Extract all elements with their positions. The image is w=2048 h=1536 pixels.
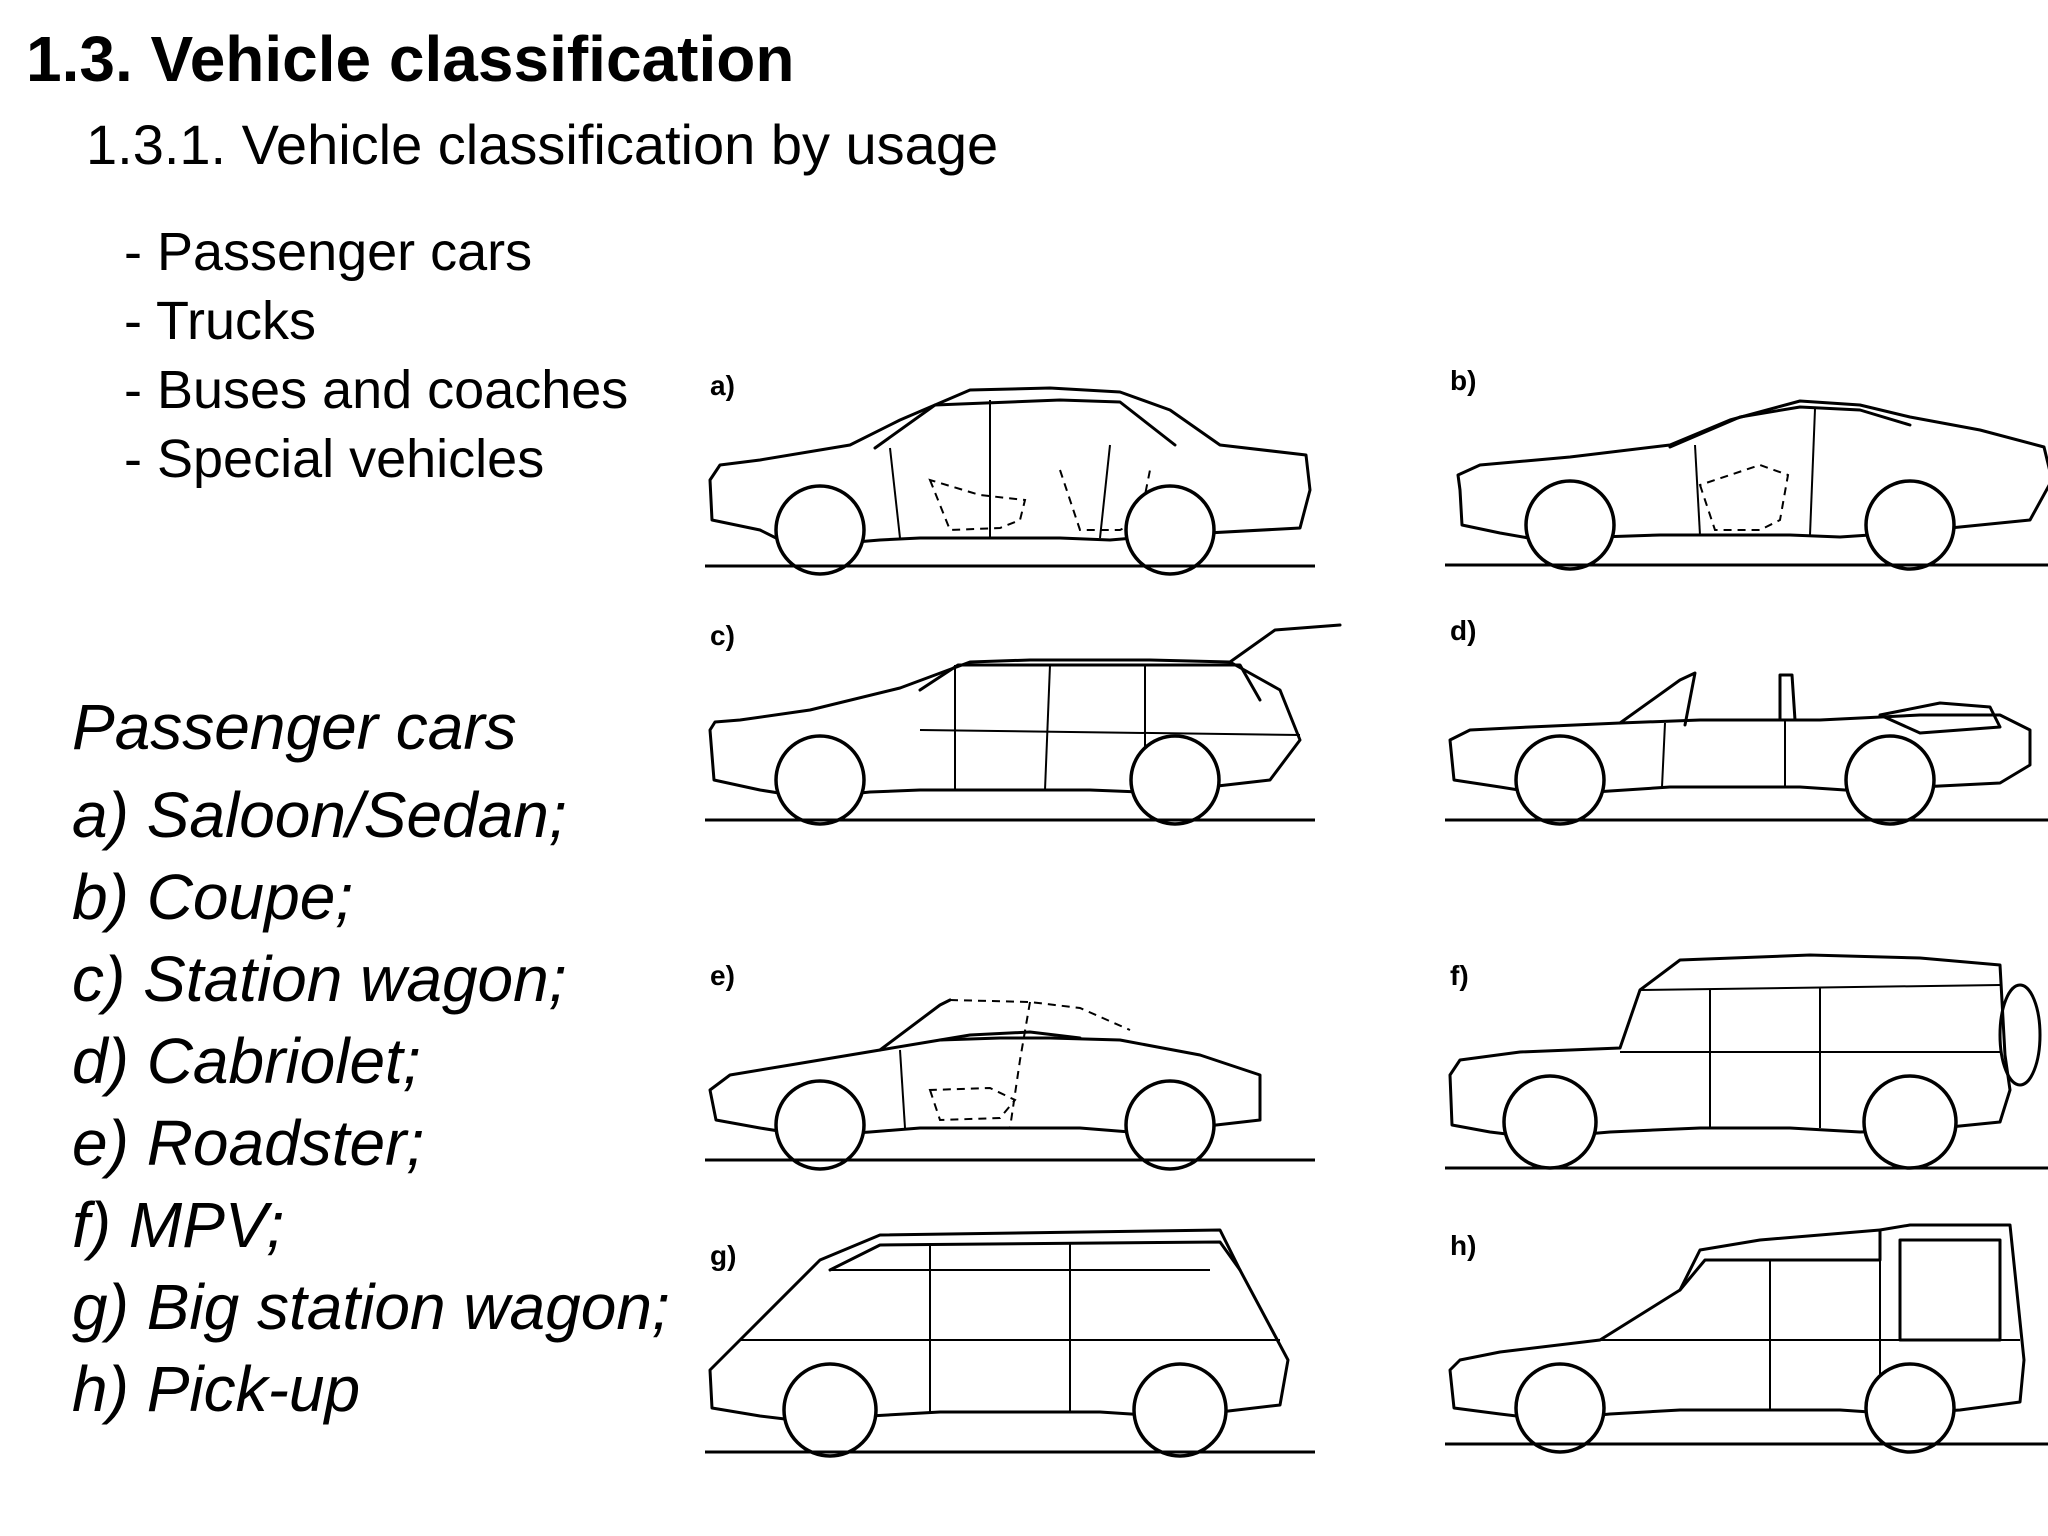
figure-label: g) — [710, 1240, 737, 1271]
figure-mpv: f) — [1440, 960, 2048, 1180]
usage-list: - Passenger cars - Trucks - Buses and co… — [124, 218, 628, 494]
passenger-car-type: c) Station wagon; — [72, 943, 567, 1015]
passenger-car-type: h) Pick-up — [72, 1353, 361, 1425]
figure-label: a) — [710, 370, 735, 401]
cabriolet-drawing — [1440, 615, 2048, 835]
figure-label: e) — [710, 960, 735, 991]
figure-pick-up: h) — [1440, 1230, 2048, 1450]
passenger-car-type: d) Cabriolet; — [72, 1025, 421, 1097]
figure-sedan: a) — [700, 370, 1320, 590]
coupe-drawing — [1440, 365, 2048, 585]
figure-label: b) — [1450, 365, 1477, 396]
passenger-car-type: f) MPV; — [72, 1189, 285, 1261]
passenger-cars-list: a) Saloon/Sedan; b) Coupe; c) Station wa… — [72, 774, 670, 1430]
figure-cabriolet: d) — [1440, 615, 2048, 835]
figure-label: f) — [1450, 960, 1469, 991]
sedan-drawing — [700, 370, 1320, 590]
passenger-car-type: a) Saloon/Sedan; — [72, 779, 567, 851]
usage-item: - Passenger cars — [124, 222, 533, 282]
passenger-car-type: g) Big station wagon; — [72, 1271, 670, 1343]
roadster-drawing — [700, 960, 1320, 1180]
passenger-car-type: e) Roadster; — [72, 1107, 425, 1179]
big-station-wagon-drawing — [700, 1240, 1320, 1460]
station-wagon-drawing — [700, 620, 1320, 840]
mpv-drawing — [1440, 960, 2048, 1180]
pick-up-drawing — [1440, 1230, 2048, 1450]
usage-item: - Special vehicles — [124, 429, 545, 489]
section-subtitle: 1.3.1. Vehicle classification by usage — [86, 113, 999, 176]
figure-big-station-wagon: g) — [700, 1240, 1320, 1460]
figure-label: h) — [1450, 1230, 1477, 1261]
usage-item: - Buses and coaches — [124, 360, 629, 420]
figure-roadster: e) — [700, 960, 1320, 1180]
passenger-cars-heading: Passenger cars — [72, 691, 517, 763]
page-title: 1.3. Vehicle classification — [26, 23, 795, 95]
figure-station-wagon: c) — [700, 620, 1320, 840]
figure-coupe: b) — [1440, 365, 2048, 585]
passenger-car-type: b) Coupe; — [72, 861, 354, 933]
figure-label: d) — [1450, 615, 1477, 646]
usage-item: - Trucks — [124, 291, 317, 351]
figure-label: c) — [710, 620, 735, 651]
